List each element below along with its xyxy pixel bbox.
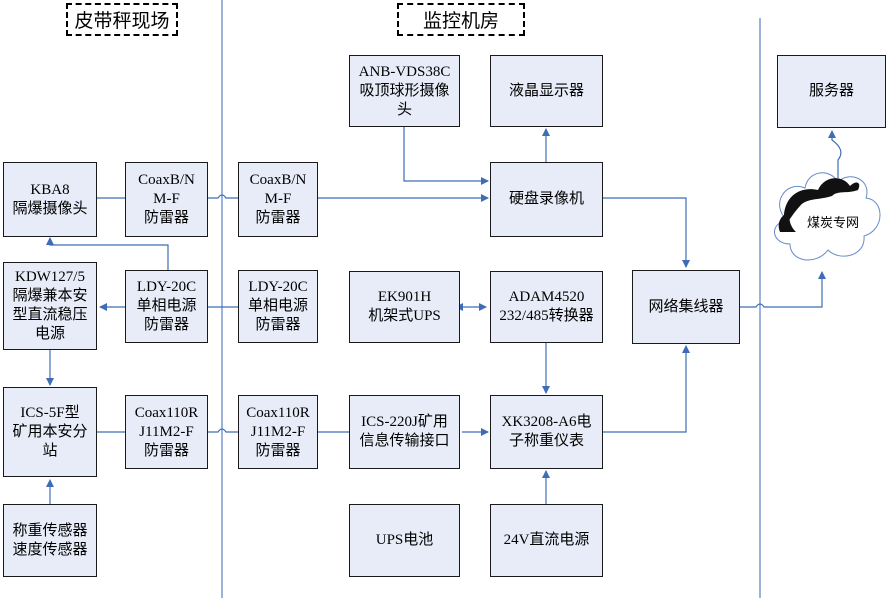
box-label: ICS-5F型 矿用本安分 站 <box>12 404 88 459</box>
ek901h-rack-ups: EK901H 机架式UPS <box>349 271 460 343</box>
box-label: Coax110R J11M2-F 防雷器 <box>134 404 199 459</box>
box-label: LDY-20C 单相电源 防雷器 <box>247 279 308 333</box>
coal-private-network-label: 煤炭专网 <box>806 216 859 231</box>
box-label: 服务器 <box>808 83 854 99</box>
coax-bnc-surge-protector-room: CoaxB/N M-F 防雷器 <box>238 162 318 237</box>
coax110-surge-protector-field: Coax110R J11M2-F 防雷器 <box>125 395 208 469</box>
connector-hub-cloud <box>740 271 826 308</box>
box-label: KBA8 隔爆摄像头 <box>12 181 88 217</box>
box-label: 硬盘录像机 <box>508 191 584 207</box>
network-hub: 网络集线器 <box>632 270 740 344</box>
box-label: CoaxB/N M-F 防雷器 <box>249 172 307 226</box>
adam4520-converter: ADAM4520 232/485转换器 <box>490 271 603 343</box>
ldy20c-surge-protector-field: LDY-20C 单相电源 防雷器 <box>125 270 208 343</box>
kba8-explosion-proof-camera: KBA8 隔爆摄像头 <box>3 162 97 237</box>
box-label: EK901H 机架式UPS <box>368 289 441 324</box>
server: 服务器 <box>777 55 886 128</box>
connector-ldy-kba8 <box>46 237 169 270</box>
box-label: ADAM4520 232/485转换器 <box>499 289 594 324</box>
box-label: 液晶显示器 <box>508 82 584 99</box>
anb-dome-camera: ANB-VDS38C 吸顶球形摄像 头 <box>349 55 460 127</box>
connector-coax110-link <box>208 428 238 433</box>
cloud-icon <box>774 172 881 261</box>
section-header-field: 皮带秤现场 <box>66 3 178 36</box>
box-label: CoaxB/N M-F 防雷器 <box>138 172 195 226</box>
box-label: ANB-VDS38C 吸顶球形摄像 头 <box>358 63 451 118</box>
connector-xk-hub <box>603 345 690 433</box>
hard-disk-video-recorder: 硬盘录像机 <box>490 162 603 237</box>
dc24v-power-supply: 24V直流电源 <box>490 504 603 577</box>
connector-camera-dvr <box>403 127 489 185</box>
box-label: XK3208-A6电 子称重仪表 <box>501 414 592 449</box>
section-header-control-room: 监控机房 <box>397 3 525 36</box>
xk3208-weighing-indicator: XK3208-A6电 子称重仪表 <box>490 395 603 469</box>
coax110-surge-protector-room: Coax110R J11M2-F 防雷器 <box>238 395 318 469</box>
box-label: LDY-20C 单相电源 防雷器 <box>136 279 197 333</box>
connector-cloud-server <box>828 130 842 178</box>
box-label: 24V直流电源 <box>503 532 590 548</box>
lcd-monitor: 液晶显示器 <box>490 55 603 127</box>
coax-bnc-surge-protector-field: CoaxB/N M-F 防雷器 <box>125 162 208 237</box>
ics220j-transmission-interface: ICS-220J矿用 信息传输接口 <box>349 395 460 469</box>
box-label: Coax110R J11M2-F 防雷器 <box>246 404 310 459</box>
box-label: 网络集线器 <box>648 298 724 315</box>
kdw127-power-supply: KDW127/5 隔爆兼本安 型直流稳压 电源 <box>3 262 97 350</box>
box-label: KDW127/5 隔爆兼本安 型直流稳压 电源 <box>12 269 88 342</box>
connector-coax-bnc-link <box>208 194 238 199</box>
ups-battery: UPS电池 <box>349 504 460 577</box>
connector-dvr-hub <box>603 197 690 268</box>
box-label: UPS电池 <box>375 532 434 548</box>
ics5f-substation: ICS-5F型 矿用本安分 站 <box>3 387 97 477</box>
box-label: ICS-220J矿用 信息传输接口 <box>359 414 450 449</box>
box-label: 称重传感器 速度传感器 <box>12 522 88 558</box>
weighing-speed-sensors: 称重传感器 速度传感器 <box>3 504 97 577</box>
ldy20c-surge-protector-room: LDY-20C 单相电源 防雷器 <box>238 270 318 343</box>
